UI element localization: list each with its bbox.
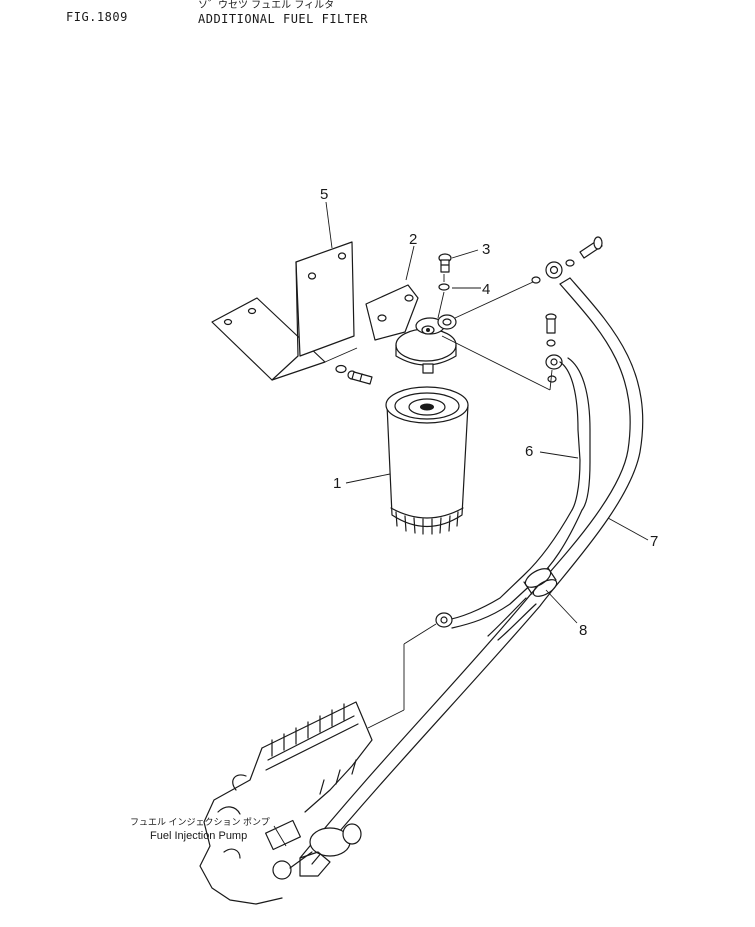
fuel-hose-part-7 xyxy=(299,277,644,865)
bolt-part-3 xyxy=(438,253,452,273)
filter-head-part-2 xyxy=(365,284,457,374)
callout-5: 5 xyxy=(320,186,328,203)
bracket-bolt xyxy=(335,364,373,385)
figure-number: FIG.1809 xyxy=(66,10,128,24)
callout-4: 4 xyxy=(482,281,490,298)
callout-2: 2 xyxy=(409,231,417,248)
callout-1: 1 xyxy=(333,475,341,492)
hose-clamp-part-8 xyxy=(523,567,558,597)
seal-ring-part-4 xyxy=(438,283,450,291)
fuel-injection-pump xyxy=(199,701,373,905)
callout-7: 7 xyxy=(650,533,658,550)
pump-label-japanese: フュエル インジェクション ポンプ xyxy=(130,817,270,827)
fuel-hose-part-6 xyxy=(445,357,591,641)
title-english: ADDITIONAL FUEL FILTER xyxy=(198,12,368,26)
pump-inlet-fitting xyxy=(367,612,453,729)
callout-numbers: 5 2 3 4 1 6 7 8 xyxy=(320,186,658,639)
title-japanese: ソ゛ウセツ フュエル フィルタ xyxy=(198,0,335,11)
callout-6: 6 xyxy=(525,443,533,460)
callout-8: 8 xyxy=(579,622,587,639)
callout-3: 3 xyxy=(482,241,490,258)
pump-label-english: Fuel Injection Pump xyxy=(150,830,247,842)
callout-leaders xyxy=(273,201,649,847)
hose-fittings xyxy=(531,236,603,383)
pump-label: フュエル インジェクション ポンプ Fuel Injection Pump xyxy=(130,817,270,842)
filter-cartridge-part-1 xyxy=(385,386,469,535)
mounting-bracket-part-5 xyxy=(211,241,358,381)
assembly-guide-lines xyxy=(437,274,553,391)
